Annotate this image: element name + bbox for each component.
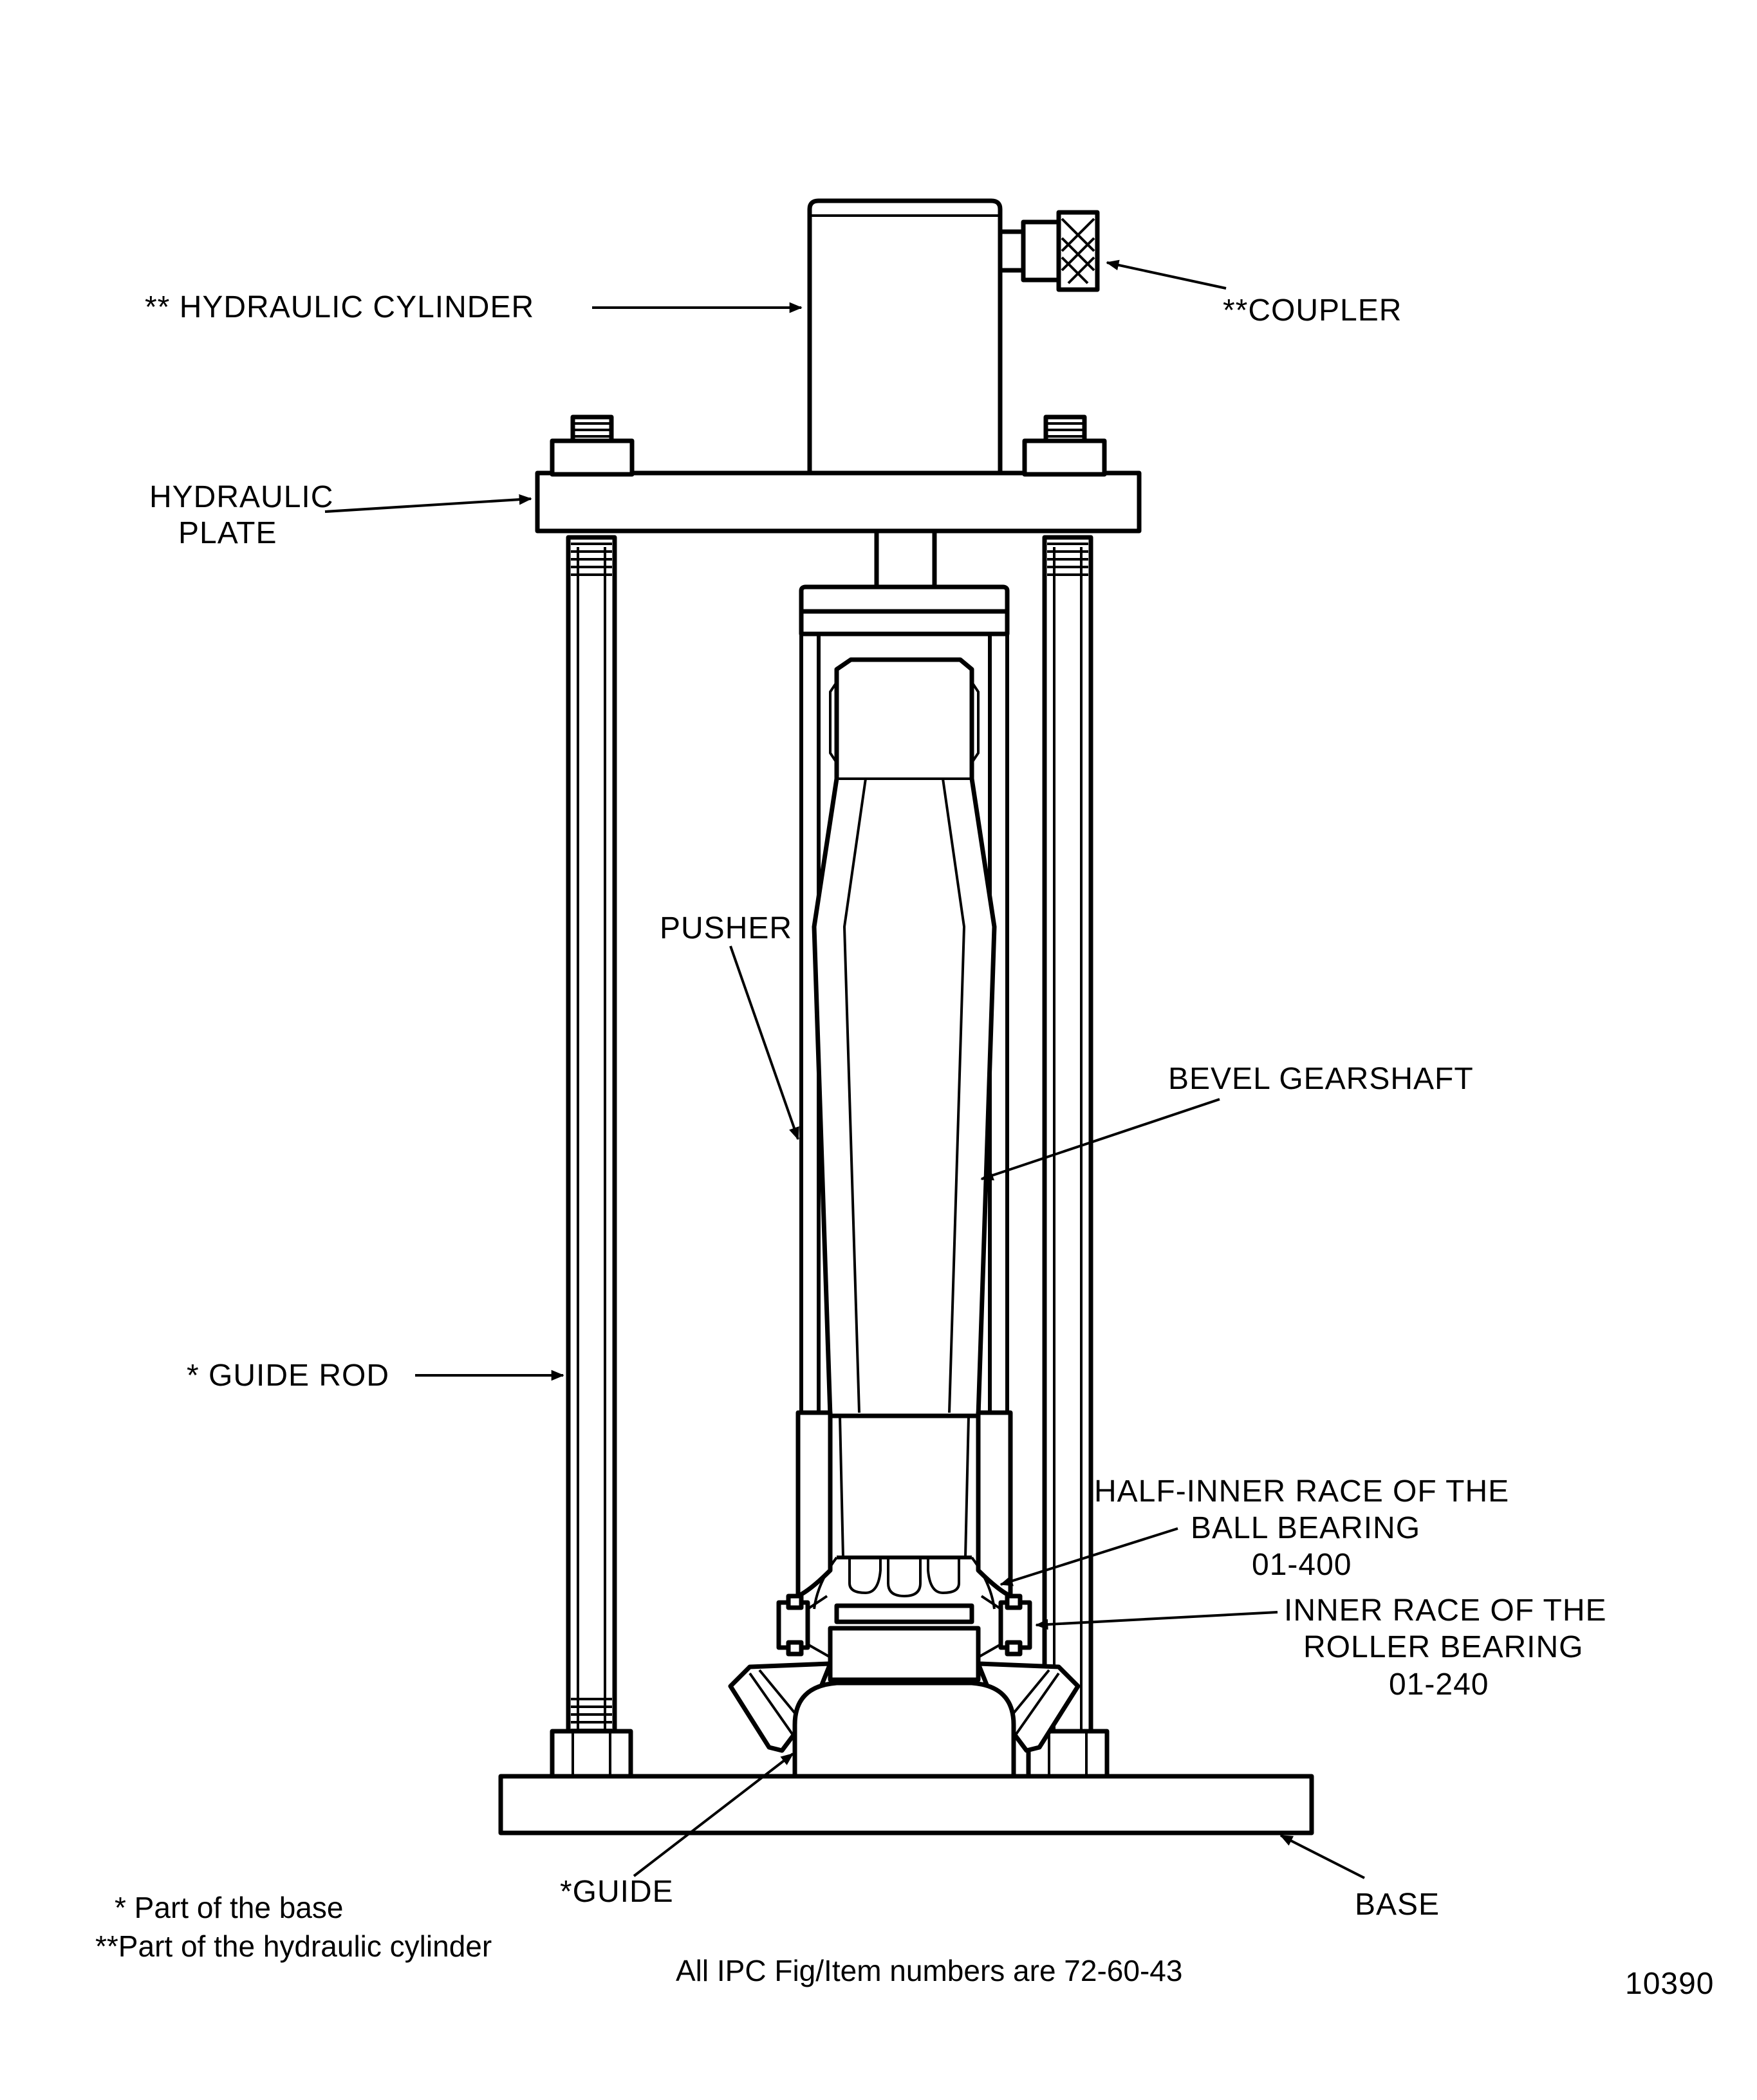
pusher-sleeve — [795, 1410, 1013, 1599]
plate-nut-right — [1022, 414, 1107, 477]
base-plate — [498, 1774, 1314, 1835]
shaft-neck — [828, 1626, 981, 1682]
guide — [792, 1680, 1016, 1779]
label-half-inner-race-2: BALL BEARING — [1191, 1511, 1420, 1545]
label-guide-rod: * GUIDE ROD — [187, 1359, 389, 1393]
coupler — [998, 210, 1100, 292]
label-inner-race-3: 01-240 — [1389, 1668, 1489, 1702]
label-hydraulic-plate-2: PLATE — [178, 516, 277, 550]
label-hydraulic-plate-1: HYDRAULIC — [149, 480, 333, 514]
guide-rod-right — [1042, 535, 1093, 1750]
hydraulic-cylinder — [807, 198, 1003, 476]
label-base: BASE — [1355, 1888, 1440, 1922]
caption: All IPC Fig/Item numbers are 72-60-43 — [676, 1954, 1182, 1987]
guide-rod-nut-left — [550, 1729, 633, 1779]
figure-number: 10390 — [1625, 1967, 1714, 2001]
label-inner-race-2: ROLLER BEARING — [1303, 1630, 1583, 1664]
hydraulic-plate — [535, 470, 1142, 534]
label-hydraulic-cylinder: ** HYDRAULIC CYLINDER — [145, 290, 534, 324]
footnote-double-star: **Part of the hydraulic cylinder — [95, 1929, 492, 1963]
label-coupler: **COUPLER — [1223, 293, 1402, 328]
label-inner-race-1: INNER RACE OF THE — [1284, 1594, 1607, 1628]
footnote-single-star: * Part of the base — [115, 1891, 343, 1924]
inner-race-roller-bearing — [776, 1594, 1032, 1659]
guide-rod-left — [566, 535, 617, 1750]
bevel-gearshaft — [812, 657, 997, 1610]
label-half-inner-race-3: 01-400 — [1252, 1548, 1352, 1582]
label-pusher: PUSHER — [660, 911, 792, 945]
label-bevel-gearshaft: BEVEL GEARSHAFT — [1168, 1062, 1474, 1096]
piston-rod — [874, 528, 937, 593]
label-guide: *GUIDE — [560, 1875, 674, 1909]
label-half-inner-race-1: HALF-INNER RACE OF THE — [1094, 1474, 1509, 1509]
plate-nut-left — [550, 414, 635, 477]
half-inner-race-ball-bearing — [834, 1603, 974, 1630]
